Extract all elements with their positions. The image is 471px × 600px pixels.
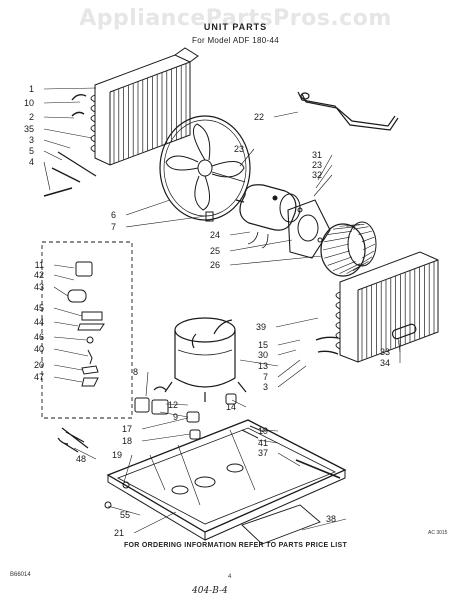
callout-number: 3 xyxy=(263,382,268,392)
callout-number: 24 xyxy=(210,230,220,240)
overload-box xyxy=(134,386,237,415)
blower-wheel xyxy=(320,221,377,277)
callout-number: 23 xyxy=(312,160,322,170)
callout-number: 22 xyxy=(254,112,264,122)
callout-number: 43 xyxy=(34,282,44,292)
watermark: AppliancePartsPros.com xyxy=(79,6,392,31)
callout-number: 15 xyxy=(258,340,268,350)
callout-number: 31 xyxy=(312,150,322,160)
base-pan xyxy=(104,419,347,545)
callout-number: 11 xyxy=(35,260,44,270)
callout-number: 25 xyxy=(210,246,220,256)
callout-number: 10 xyxy=(24,98,34,108)
callout-number: 18 xyxy=(122,436,132,446)
callout-number: 30 xyxy=(258,350,268,360)
callout-number: 2 xyxy=(29,112,34,122)
callout-number: 42 xyxy=(34,270,44,280)
callout-number: 5 xyxy=(29,146,34,156)
page-number: 4 xyxy=(228,574,232,580)
power-cord xyxy=(57,427,89,453)
condenser-fan-blade xyxy=(159,115,251,222)
model-subtitle: For Model ADF 180-44 xyxy=(192,36,279,45)
ordering-note: FOR ORDERING INFORMATION REFER TO PARTS … xyxy=(123,542,348,549)
callout-number: 7 xyxy=(111,222,116,232)
callout-number: 26 xyxy=(210,260,220,270)
callout-number: 40 xyxy=(34,344,44,354)
ac-reference-code: AC 3015 xyxy=(428,530,448,536)
callout-number: 45 xyxy=(34,303,44,313)
callout-number: 55 xyxy=(120,510,130,520)
callout-number: 35 xyxy=(24,124,34,134)
callout-number: 17 xyxy=(122,424,132,434)
condenser-coil xyxy=(43,47,199,197)
callout-number: 7 xyxy=(263,372,268,382)
callout-number: 21 xyxy=(114,528,124,538)
callout-number: 32 xyxy=(312,170,322,180)
callout-number: 13 xyxy=(258,361,268,371)
callout-number: 14 xyxy=(226,402,236,412)
bracket-22 xyxy=(297,91,399,131)
callout-number: 12 xyxy=(168,400,178,410)
fan-motor xyxy=(235,184,301,249)
callout-number: 19 xyxy=(112,450,122,460)
callout-number: 34 xyxy=(380,358,390,368)
electrical-inset-box xyxy=(41,241,133,419)
callout-number: 4 xyxy=(29,157,34,167)
handwritten-reference: 404-B-4 xyxy=(192,586,228,596)
callout-number: 9 xyxy=(173,412,178,422)
compressor xyxy=(164,317,247,440)
callout-number: 23 xyxy=(234,144,244,154)
callout-number: 46 xyxy=(34,332,44,342)
callout-number: 48 xyxy=(76,454,86,464)
callout-number: 47 xyxy=(34,372,44,382)
diagram-title: UNIT PARTS xyxy=(203,22,268,32)
callout-number: 3 xyxy=(29,135,34,145)
callout-number: 20 xyxy=(34,360,44,370)
evaporator-coil xyxy=(315,251,439,363)
callout-number: 44 xyxy=(34,317,44,327)
callout-number: 39 xyxy=(256,322,266,332)
callout-number: 8 xyxy=(133,367,138,377)
callout-number: 19 xyxy=(258,426,268,436)
callout-number: 1 xyxy=(29,84,34,94)
blower-orifice-plate xyxy=(287,199,331,259)
callout-number: 41 xyxy=(258,438,268,448)
callout-number: 38 xyxy=(326,514,336,524)
callout-number: 37 xyxy=(258,448,268,458)
callout-number: 6 xyxy=(111,210,116,220)
callout-number: 33 xyxy=(380,347,390,357)
document-code: B66014 xyxy=(10,572,31,578)
